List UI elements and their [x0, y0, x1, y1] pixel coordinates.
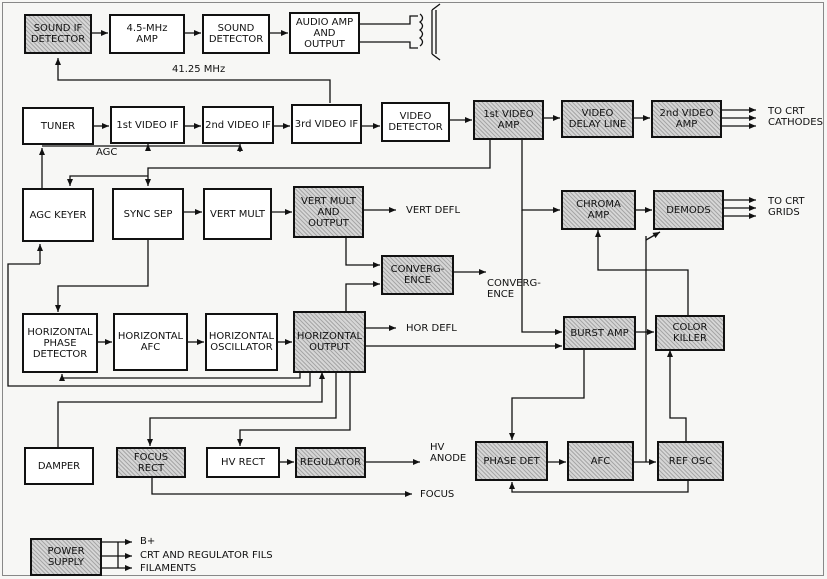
horizontal-oscillator-block: HORIZONTAL OSCILLATOR — [205, 313, 278, 371]
wire-41mhz-to-sound-if — [55, 58, 331, 103]
video-if-2-block: 2nd VIDEO IF — [202, 106, 274, 144]
label-vert-defl: VERT DEFL — [406, 205, 461, 216]
wire-agc-bus — [42, 145, 241, 152]
video-amp-2-block: 2nd VIDEO AMP — [651, 100, 722, 138]
wire-hout-to-focus — [147, 372, 337, 446]
phase-det-block: PHASE DET — [475, 441, 548, 481]
wire-vertout-to-conv — [345, 238, 380, 268]
wire-killer-to-chroma — [595, 230, 689, 316]
amp-4-5mhz-block: 4.5-MHz AMP — [109, 14, 185, 54]
focus-rect-block: FOCUS RECT — [116, 447, 186, 478]
power-supply-block: POWER SUPPLY — [30, 538, 102, 576]
label-b-plus: B+ — [140, 536, 156, 547]
video-amp-1-block: 1st VIDEO AMP — [473, 100, 544, 140]
speaker-coil — [418, 3, 441, 61]
demods-block: DEMODS — [653, 190, 724, 230]
wire-hout-to-agckeyer — [7, 263, 311, 387]
wire-audio-to-speaker — [360, 15, 418, 25]
horizontal-phase-detector-block: HORIZONTAL PHASE DETECTOR — [22, 313, 98, 373]
wire-vidamp1-to-burst — [521, 210, 562, 335]
wire-vidamp1-to-chroma — [521, 140, 560, 213]
chroma-amp-block: CHROMA AMP — [561, 190, 636, 230]
video-if-1-block: 1st VIDEO IF — [110, 106, 185, 144]
label-focus: FOCUS — [420, 489, 455, 500]
damper-block: DAMPER — [24, 447, 94, 485]
wire-focus-to-focusout — [151, 478, 412, 497]
wire-damper-to-hout — [57, 372, 325, 448]
wire-audio-to-speaker-2 — [360, 41, 418, 49]
label-to-crt-grids: TO CRT GRIDS — [768, 196, 805, 218]
video-detector-block: VIDEO DETECTOR — [381, 102, 450, 142]
sync-sep-block: SYNC SEP — [112, 188, 184, 240]
tuner-block: TUNER — [22, 107, 94, 145]
wire-vidamp1-to-sync — [145, 140, 491, 186]
vert-mult-output-block: VERT MULT AND OUTPUT — [293, 186, 364, 238]
color-killer-block: COLOR KILLER — [655, 315, 725, 351]
video-if-3-block: 3rd VIDEO IF — [291, 104, 362, 144]
wire-refosc-to-killer — [667, 350, 687, 446]
video-delay-line-block: VIDEO DELAY LINE — [561, 100, 634, 138]
label-crt-regulator-fils: CRT AND REGULATOR FILS — [140, 550, 273, 561]
convergence-block: CONVERG- ENCE — [381, 255, 454, 295]
wire-vidamp1-to-agckeyer — [67, 175, 148, 186]
label-agc: AGC — [96, 147, 118, 158]
hv-rect-block: HV RECT — [206, 447, 280, 478]
horizontal-output-block: HORIZONTAL OUTPUT — [293, 311, 366, 373]
wire-sync-to-hpd — [55, 240, 149, 312]
burst-amp-block: BURST AMP — [563, 316, 636, 350]
vert-mult-block: VERT MULT — [203, 188, 272, 240]
wire-hout-to-hvrect — [237, 372, 351, 446]
regulator-block: REGULATOR — [295, 447, 366, 478]
wire-hout-to-hpd-fb — [59, 372, 301, 381]
wire-horout-to-conv — [345, 281, 380, 312]
horizontal-afc-block: HORIZONTAL AFC — [113, 313, 188, 371]
wire-refosc-to-phasedet — [509, 480, 689, 493]
sound-if-detector-block: SOUND IF DETECTOR — [24, 14, 92, 54]
label-filaments: FILAMENTS — [140, 563, 197, 574]
afc-block: AFC — [567, 441, 634, 481]
label-hor-defl: HOR DEFL — [406, 323, 457, 334]
ref-osc-block: REF OSC — [657, 441, 724, 481]
label-to-crt-cathodes: TO CRT CATHODES — [768, 106, 823, 128]
wire-burst-to-phasedet — [509, 350, 585, 440]
agc-keyer-block: AGC KEYER — [22, 188, 94, 242]
label-convergence-out: CONVERG- ENCE — [487, 278, 541, 300]
audio-amp-output-block: AUDIO AMP AND OUTPUT — [289, 12, 360, 54]
label-41-25-mhz: 41.25 MHz — [172, 64, 226, 75]
label-hv-anode: HV ANODE — [430, 442, 467, 464]
wire-refosc-to-demods-arrow — [645, 231, 661, 241]
sound-detector-block: SOUND DETECTOR — [202, 14, 270, 54]
